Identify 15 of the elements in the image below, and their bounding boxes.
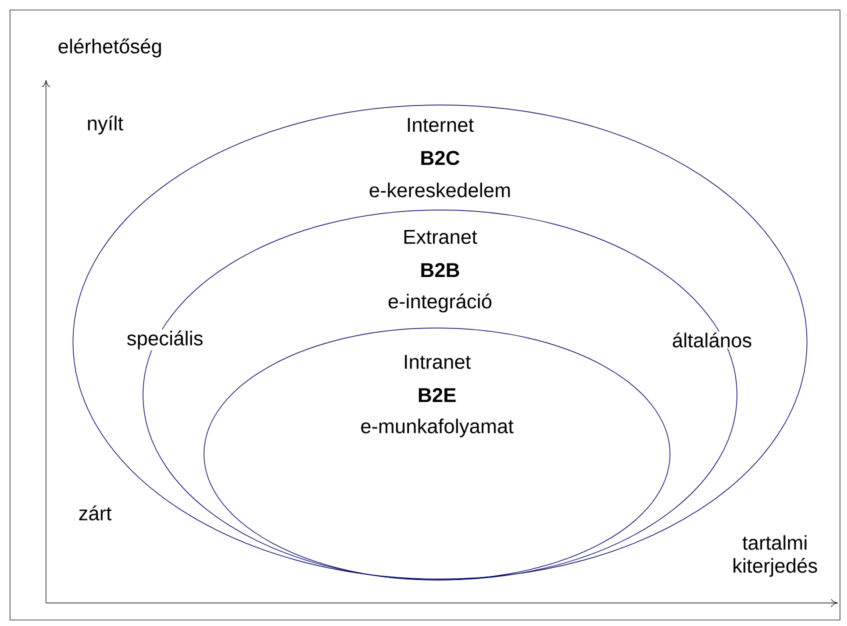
axis-label: általános: [670, 332, 754, 348]
ellipse-label: B2B: [421, 263, 460, 277]
ellipse-label: e-kereskedelem: [370, 182, 510, 198]
ellipse-label: e-integráció: [388, 294, 492, 312]
ellipse-label: Internet: [408, 118, 474, 132]
axis-label: speciális: [126, 330, 204, 350]
axis-label: zárt: [77, 504, 113, 522]
ellipse-label: Intranet: [404, 355, 471, 369]
ellipse-label: B2E: [418, 388, 456, 402]
axis-label: nyílt: [86, 114, 124, 136]
ellipse-label: e-munkafolyamat: [361, 418, 514, 438]
ellipse-label: Extranet: [404, 230, 478, 244]
ellipse-label: B2C: [421, 150, 460, 166]
axis-label: elérhetőség: [56, 38, 164, 58]
axis-label: tartalmi kiterjedés: [734, 535, 818, 577]
